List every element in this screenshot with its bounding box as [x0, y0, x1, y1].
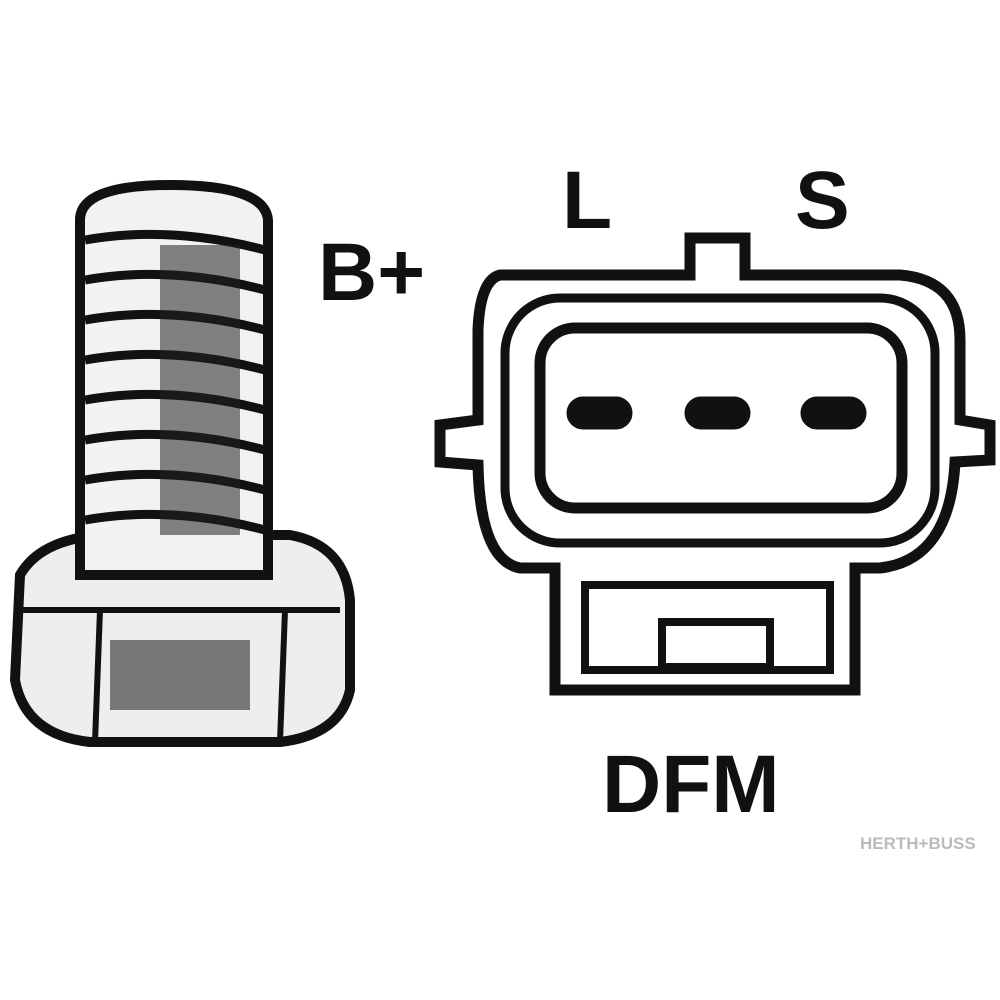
- latch-tab: [658, 618, 774, 671]
- watermark-logo: HERTH+BUSS: [860, 834, 976, 853]
- label-dfm: DFM: [602, 739, 780, 830]
- connector-inner-wall: [500, 293, 940, 548]
- connector-housing: [434, 232, 996, 696]
- connector-drawing: [434, 232, 996, 696]
- label-s: S: [795, 155, 850, 246]
- thread-shade: [160, 245, 240, 535]
- bolt-terminal-drawing: [9, 179, 355, 747]
- label-b-plus: B+: [318, 227, 425, 318]
- pin-s: [800, 396, 867, 430]
- label-l: L: [562, 155, 612, 246]
- pin-l: [566, 396, 633, 430]
- nut-shade: [110, 640, 250, 710]
- latch-box: [581, 581, 834, 674]
- hex-nut-face: [20, 607, 340, 743]
- pin-cavity: [534, 322, 908, 514]
- pin-center: [684, 396, 751, 430]
